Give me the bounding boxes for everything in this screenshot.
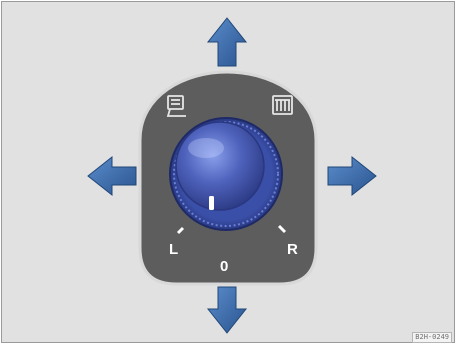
arrow-down-icon bbox=[208, 287, 246, 333]
arrow-right-icon bbox=[328, 157, 376, 195]
knob-highlight bbox=[188, 138, 224, 158]
arrow-up-icon bbox=[208, 18, 246, 66]
position-label-off: 0 bbox=[220, 258, 228, 275]
figure-reference-code: B2H-0249 bbox=[412, 332, 452, 343]
arrow-left-icon bbox=[88, 157, 136, 195]
adjustment-knob[interactable] bbox=[176, 122, 264, 210]
knob-pointer-indicator bbox=[209, 196, 214, 210]
position-label-left: L bbox=[169, 241, 178, 258]
position-label-right: R bbox=[287, 241, 298, 258]
